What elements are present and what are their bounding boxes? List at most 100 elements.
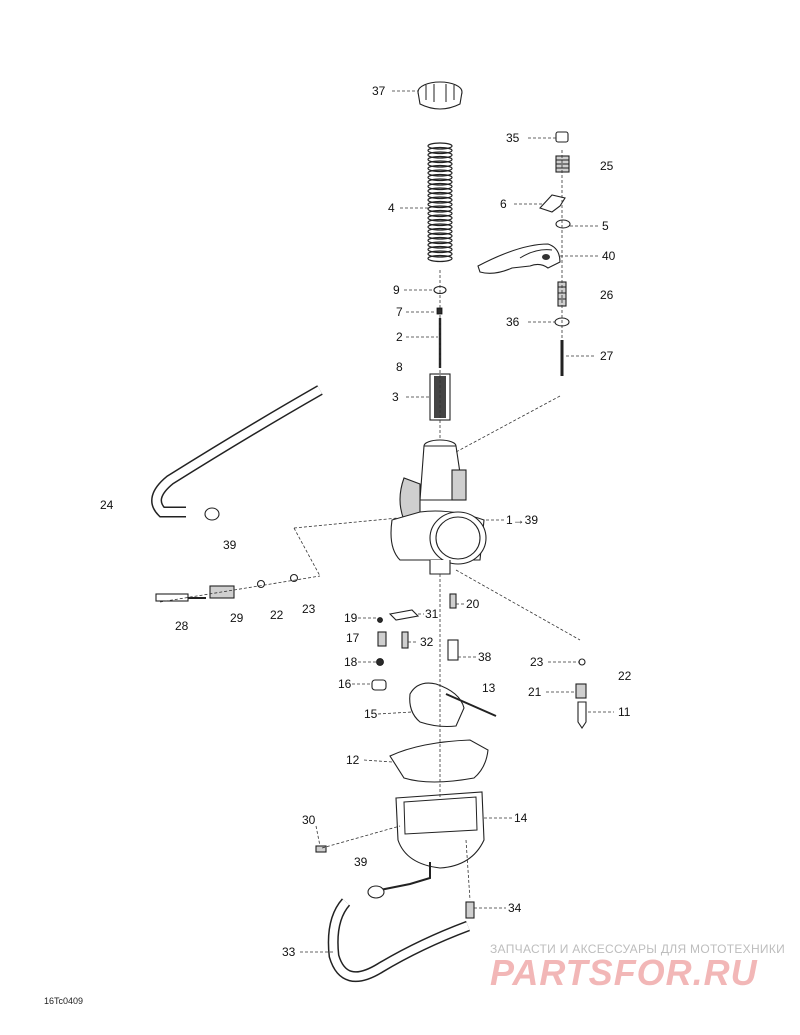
part-6-bracket [539, 194, 566, 213]
spring-coil [427, 196, 453, 204]
label-23-left: 23 [302, 602, 316, 616]
label-4: 4 [388, 201, 395, 215]
part-17-jet [377, 631, 387, 647]
label-16: 16 [338, 677, 352, 691]
part-32-screw [401, 631, 409, 649]
label-28: 28 [175, 619, 189, 633]
part-40-lever [477, 243, 561, 274]
label-31: 31 [425, 607, 439, 621]
spring-coil [427, 241, 453, 249]
label-33: 33 [282, 945, 296, 959]
part-4-spring [427, 142, 454, 265]
spring-coil [427, 218, 453, 227]
spring-coil [427, 245, 453, 254]
label-1-39: 1→39 [506, 513, 538, 527]
spring-coil [427, 191, 453, 200]
label-14: 14 [514, 811, 528, 825]
label-7: 7 [396, 305, 403, 319]
part-20-jet [449, 593, 457, 609]
label-13: 13 [482, 681, 496, 695]
part-19-ball [377, 617, 383, 623]
part-1-carburetor-body [390, 439, 487, 575]
part-28-screw [155, 593, 206, 602]
spring-coil [427, 200, 453, 209]
part-13-float-pin [445, 693, 497, 717]
label-2: 2 [396, 330, 403, 344]
spring-coil [427, 142, 453, 150]
leader-lines [159, 90, 614, 953]
label-27: 27 [600, 349, 614, 363]
part-labels: 37 4 9 7 2 8 3 35 25 6 5 40 26 36 27 1→3… [100, 84, 632, 959]
part-11-screw [577, 701, 587, 729]
part-12-gasket [389, 739, 489, 783]
spring-coil [427, 151, 453, 159]
part-35-nut [555, 131, 569, 143]
part-30-screw [315, 845, 327, 853]
part-39-clamp-upper [204, 507, 220, 521]
part-38-needle-valve [447, 639, 459, 661]
label-29: 29 [230, 611, 244, 625]
part-15-float [409, 682, 465, 728]
label-17: 17 [346, 631, 360, 645]
spring-coil [427, 173, 453, 182]
label-25: 25 [600, 159, 614, 173]
spring-coil [427, 187, 453, 195]
diagram-code: 16Tc0409 [44, 996, 84, 1006]
label-5: 5 [602, 219, 609, 233]
spring-coil [427, 169, 453, 177]
part-18-nut [376, 658, 384, 666]
label-39-lower: 39 [354, 855, 368, 869]
label-35: 35 [506, 131, 520, 145]
part-7-clip [436, 307, 443, 315]
label-40: 40 [602, 249, 616, 263]
label-22-left: 22 [270, 608, 284, 622]
spring-coil [427, 205, 453, 213]
label-32: 32 [420, 635, 434, 649]
spring-coil [427, 214, 453, 222]
part-14-float-bowl [379, 791, 485, 891]
spring-coil [427, 227, 453, 236]
label-8: 8 [396, 360, 403, 374]
part-25-spring [555, 155, 570, 173]
part-16-plug [371, 679, 387, 691]
spring-coil [427, 178, 453, 186]
label-22-right: 22 [618, 669, 632, 683]
part-22-washer-left [256, 579, 266, 589]
label-21: 21 [528, 685, 542, 699]
label-37: 37 [372, 84, 386, 98]
label-34: 34 [508, 901, 522, 915]
spring-coil [427, 182, 453, 191]
label-9: 9 [393, 283, 400, 297]
watermark-logo: PARTSFOR.RU [490, 952, 758, 993]
part-33-hose [327, 898, 470, 982]
part-37-cap [417, 81, 463, 110]
watermark-tagline: ЗАПЧАСТИ И АКСЕССУАРЫ ДЛЯ МОТОТЕХНИКИ [490, 942, 786, 956]
label-18: 18 [344, 655, 358, 669]
label-11: 11 [618, 705, 631, 719]
spring-coil [427, 254, 453, 263]
part-34-drain-screw [465, 901, 475, 919]
part-24-hose [151, 385, 323, 518]
spring-coil [427, 223, 453, 231]
label-26: 26 [600, 288, 614, 302]
spring-coil [427, 164, 453, 173]
spring-coil [427, 146, 453, 155]
label-39-upper: 39 [223, 538, 237, 552]
label-24: 24 [100, 498, 114, 512]
part-5-washer [555, 219, 571, 229]
label-3: 3 [392, 390, 399, 404]
part-39-clamp-lower [367, 885, 385, 899]
label-36: 36 [506, 315, 520, 329]
spring-coil [427, 209, 453, 218]
label-20: 20 [466, 597, 480, 611]
label-38: 38 [478, 650, 492, 664]
label-19: 19 [344, 611, 358, 625]
label-23-right: 23 [530, 655, 544, 669]
label-30: 30 [302, 813, 316, 827]
spring-coil [427, 250, 453, 258]
label-6: 6 [500, 197, 507, 211]
spring-coil [427, 160, 453, 168]
label-15: 15 [364, 707, 378, 721]
spring-coil [427, 236, 453, 245]
